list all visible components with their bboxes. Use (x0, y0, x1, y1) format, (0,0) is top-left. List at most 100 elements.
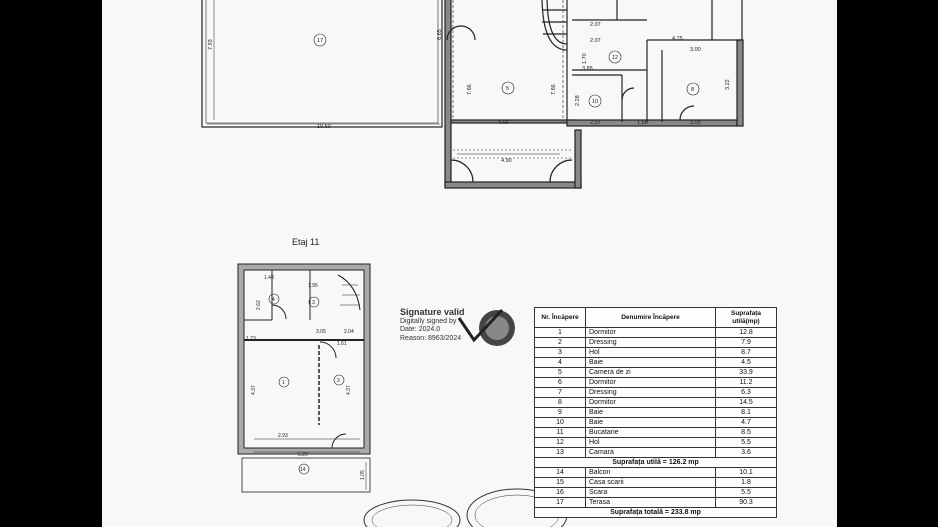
floor-plan-drawing: 17 5 12 10 8 10.50 4.66 4.90 2.07 4.75 3… (201, 0, 744, 527)
room-name-cell: Balcon (585, 467, 716, 478)
signature-line: Digitally signed by (400, 317, 457, 325)
dimension-label: 3.85 (582, 66, 593, 72)
room-number-cell: 14 (534, 467, 586, 478)
room-number: 5 (506, 86, 509, 92)
dimension-label: 4.37 (346, 385, 352, 395)
dimension-label: 7.93 (208, 39, 214, 50)
top-plan-labels: 17 5 12 10 8 10.50 4.66 4.90 2.07 4.75 3… (208, 22, 731, 164)
room-number-cell: 8 (534, 397, 586, 408)
total-row: Suprafața totală = 233.8 mp (534, 507, 777, 518)
room-area-cell: 14.5 (715, 397, 777, 408)
floor-label: Etaj 11 (292, 237, 320, 247)
room-name-cell: Baie (585, 357, 716, 368)
room-number: 1 (282, 380, 285, 386)
room-number: 3 (312, 300, 315, 306)
dimension-label: 2.93 (278, 433, 288, 439)
room-number-cell: 12 (534, 437, 586, 448)
subtotal-row: Suprafața utilă = 126.2 mp (534, 457, 777, 468)
room-name-cell: Hol (585, 347, 716, 358)
room-name-cell: Baie (585, 407, 716, 418)
dimension-label: 1.70 (582, 53, 588, 64)
dimension-label: 1.68 (637, 120, 648, 126)
room-number-cell: 6 (534, 377, 586, 388)
room-name-cell: Dormitor (585, 377, 716, 388)
room-area-table: Nr. Încăpere Denumire Încăpere Suprafața… (534, 307, 777, 518)
dimension-label: 4.90 (501, 158, 512, 164)
dimension-label: 4.66 (498, 120, 509, 126)
room-name-cell: Camera de zi (585, 367, 716, 378)
room-area-cell: 7.9 (715, 337, 777, 348)
signature-check-logo (457, 308, 515, 346)
room-number: 14 (300, 467, 306, 473)
room-area-cell: 33.9 (715, 367, 777, 378)
room-area-cell: 11.2 (715, 377, 777, 388)
room-number: 10 (592, 99, 598, 105)
room-number-cell: 5 (534, 367, 586, 378)
dimension-label: 7.66 (551, 84, 557, 95)
dimension-label: 2.07 (590, 120, 601, 126)
room-number-cell: 9 (534, 407, 586, 418)
dimension-label: 1.95 (308, 283, 318, 289)
dimension-label: 7.66 (467, 84, 473, 95)
dimension-label: 6.65 (437, 29, 443, 40)
room-name-cell: Dressing (585, 337, 716, 348)
bottom-plan-labels: 4 3 1 2 14 1.48 1.95 2.04 1.73 3.05 1.61… (246, 275, 366, 480)
room-area-cell: 10.1 (715, 467, 777, 478)
room-name-cell: Dormitor (585, 327, 716, 338)
room-area-cell: 4.5 (715, 357, 777, 368)
dimension-label: 1.61 (337, 341, 347, 347)
column-header: Suprafața utilă(mp) (715, 307, 777, 328)
document-page: 17 5 12 10 8 10.50 4.66 4.90 2.07 4.75 3… (102, 0, 837, 527)
dimension-label: 4.75 (672, 36, 683, 42)
digital-signature: Signature valid Digitally signed by Date… (400, 308, 465, 343)
room-name-cell: Hol (585, 437, 716, 448)
room-name-cell: Scara (585, 487, 716, 498)
room-name-cell: Dressing (585, 387, 716, 398)
dimension-label: 1.05 (360, 470, 366, 480)
room-number-cell: 13 (534, 447, 586, 458)
room-number-cell: 7 (534, 387, 586, 398)
room-number: 2 (337, 378, 340, 384)
room-number: 12 (612, 55, 618, 61)
dimension-label: 10.50 (317, 124, 331, 130)
room-number: 4 (272, 297, 275, 303)
room-number: 8 (691, 87, 694, 93)
signature-line: Reason: 8963/2024 (400, 334, 462, 342)
room-number-cell: 4 (534, 357, 586, 368)
room-area-cell: 3.6 (715, 447, 777, 458)
dimension-label: 2.04 (344, 329, 354, 335)
room-area-cell: 4.7 (715, 417, 777, 428)
room-number-cell: 16 (534, 487, 586, 498)
room-area-cell: 1.8 (715, 477, 777, 488)
room-area-cell: 5.5 (715, 487, 777, 498)
room-area-cell: 6.3 (715, 387, 777, 398)
room-name-cell: Camara (585, 447, 716, 458)
room-name-cell: Casa scarii (585, 477, 716, 488)
room-name-cell: Dormitor (585, 397, 716, 408)
signature-title: Signature valid (400, 307, 465, 317)
dimension-label: 2.28 (575, 95, 581, 106)
room-number-cell: 17 (534, 497, 586, 508)
room-name-cell: Baie (585, 417, 716, 428)
column-header: Denumire Încăpere (585, 307, 716, 328)
dimension-label: 3.05 (316, 329, 326, 335)
dimension-label: 3.00 (690, 47, 701, 53)
dimension-label: 2.07 (590, 22, 601, 28)
dimension-label: 5.20 (298, 452, 308, 458)
dimension-label: 4.37 (251, 385, 257, 395)
room-area-cell: 8.7 (715, 347, 777, 358)
dimension-label: 1.48 (264, 275, 274, 281)
room-area-cell: 12.8 (715, 327, 777, 338)
